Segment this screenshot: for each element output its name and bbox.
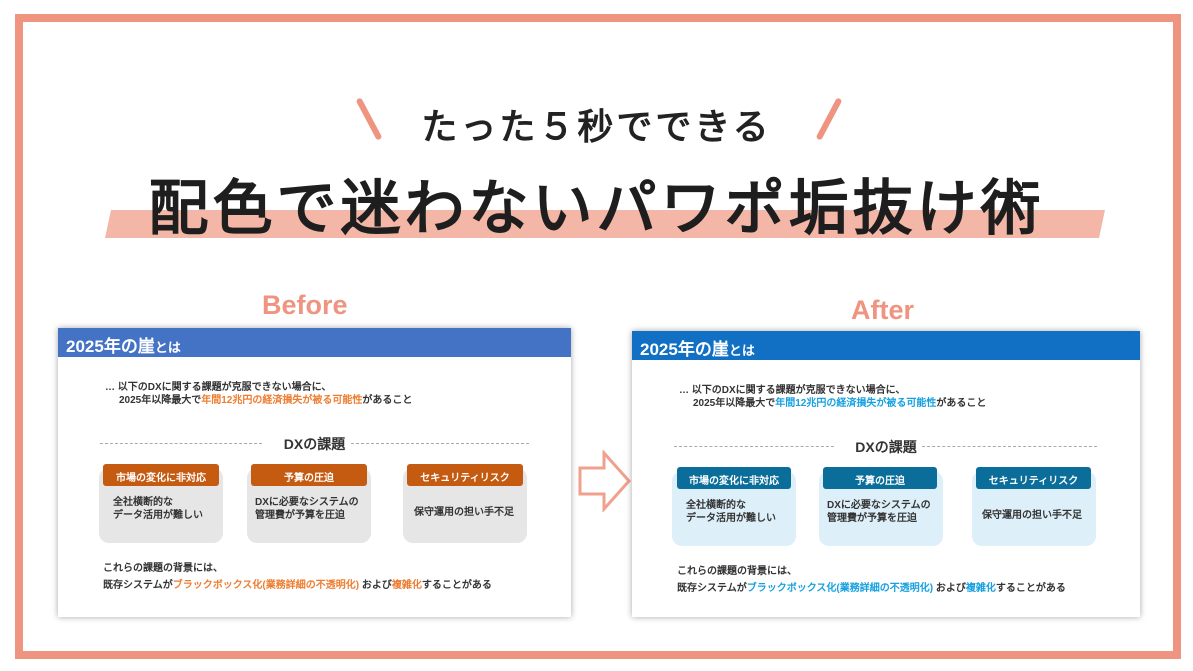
slide-header: 2025年の崖とは [58, 328, 571, 357]
bottom-line-1: これらの課題の背景には、 [103, 563, 223, 574]
intro-highlight: 年間12兆円の経済損失が被る可能性 [201, 395, 363, 406]
card-text: DXに必要なシステムの管理費が予算を圧迫 [255, 497, 359, 521]
section-title: DXの課題 [283, 436, 346, 452]
after-slide: 2025年の崖とは … 以下のDXに関する課題が克服できない場合に、 2025年… [632, 331, 1140, 617]
card-label: 予算の圧迫 [823, 467, 937, 489]
card-label: 市場の変化に非対応 [677, 467, 791, 489]
intro-line-1: … 以下のDXに関する課題が克服できない場合に、 [105, 382, 332, 393]
slide-header: 2025年の崖とは [632, 331, 1140, 360]
card-label: 予算の圧迫 [251, 464, 367, 486]
slide-title-suffix: とは [154, 340, 181, 355]
divider-right [351, 443, 529, 444]
slide-title: 2025年の崖 [640, 340, 729, 359]
bottom-line-1: これらの課題の背景には、 [677, 566, 797, 577]
before-slide: 2025年の崖とは … 以下のDXに関する課題が克服できない場合に、 2025年… [58, 328, 571, 617]
intro-text-end: があること [936, 398, 987, 409]
intro-line-2: 2025年以降最大で年間12兆円の経済損失が被る可能性があること [119, 391, 412, 406]
after-label: After [851, 295, 915, 325]
card-text: DXに必要なシステムの管理費が予算を圧迫 [827, 500, 931, 524]
divider-left [100, 443, 262, 444]
slide-title-suffix: とは [728, 343, 755, 358]
slide-title: 2025年の崖 [66, 337, 155, 356]
bottom-line-2: 既存システムがブラックボックス化(業務詳細の不透明化) および複雑化することがあ… [103, 580, 492, 591]
intro-text: 2025年以降最大で [119, 395, 202, 406]
card-label: セキュリティリスク [976, 467, 1091, 489]
divider-left [674, 446, 834, 447]
arrow-right-icon [578, 450, 632, 512]
page-frame [15, 14, 1181, 659]
card-text: 保守運用の担い手不足 [982, 510, 1082, 521]
card-text: 全社横断的なデータ活用が難しい [686, 500, 776, 524]
card-label: セキュリティリスク [407, 464, 523, 486]
card-text: 保守運用の担い手不足 [414, 507, 514, 518]
card-text: 全社横断的なデータ活用が難しい [113, 497, 203, 521]
intro-text: 2025年以降最大で [693, 398, 776, 409]
intro-line-1: … 以下のDXに関する課題が克服できない場合に、 [679, 385, 906, 396]
subtitle: たった５秒でできる [421, 106, 772, 147]
divider-right [922, 446, 1097, 447]
section-title: DXの課題 [855, 439, 917, 455]
bottom-line-2: 既存システムがブラックボックス化(業務詳細の不透明化) および複雑化することがあ… [677, 583, 1066, 594]
intro-text-end: があること [362, 395, 413, 406]
intro-line-2: 2025年以降最大で年間12兆円の経済損失が被る可能性があること [693, 394, 986, 409]
intro-highlight: 年間12兆円の経済損失が被る可能性 [775, 398, 937, 409]
before-label: Before [262, 290, 348, 320]
card-label: 市場の変化に非対応 [103, 464, 219, 486]
main-title: 配色で迷わないパワポ垢抜け術 [148, 175, 1045, 242]
